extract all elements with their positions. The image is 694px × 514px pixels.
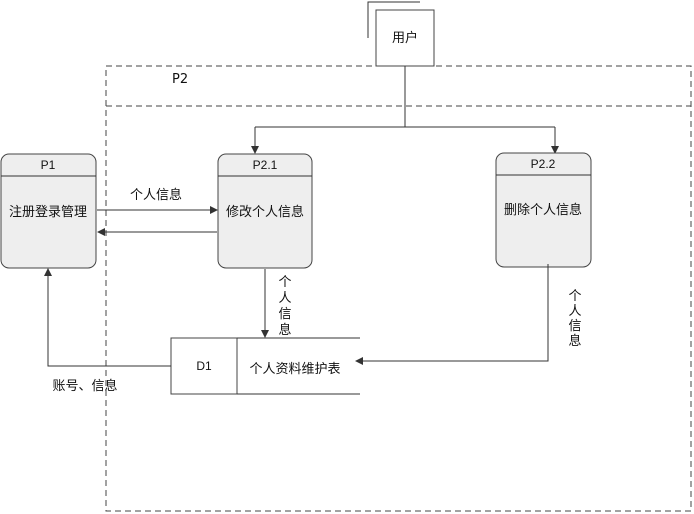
flow-p2-1-to-d1-char: 息: [278, 322, 291, 338]
process-p2-2-id: P2.2: [531, 157, 556, 171]
datastore-d1-name: 个人资料维护表: [249, 362, 340, 377]
flow-p2-1-to-d1-char: 个: [278, 275, 291, 290]
flow-p2-1-to-d1: 个 人 信 息: [261, 269, 292, 338]
user-entity-label: 用户: [392, 30, 418, 46]
process-p2-2[interactable]: P2.2 删除个人信息: [495, 152, 592, 268]
user-to-processes-flow: [251, 66, 559, 154]
p2-boundary-label: P2: [172, 72, 188, 87]
flow-p1-to-p2-1: 个人信息: [97, 187, 218, 214]
process-p1-id: P1: [41, 158, 56, 172]
flow-p1-to-p2-1-label: 个人信息: [130, 187, 182, 203]
flow-p2-2-to-d1-char: 个: [568, 289, 581, 304]
flow-p2-2-to-d1-char: 息: [568, 333, 581, 349]
process-p1-name: 注册登录管理: [9, 205, 87, 220]
process-p2-1-id: P2.1: [253, 158, 278, 172]
p2-boundary: P2: [105, 65, 692, 512]
flow-p2-2-to-d1-char: 人: [568, 304, 581, 319]
flow-d1-to-p1: 账号、信息: [44, 268, 171, 394]
process-p2-1-name: 修改个人信息: [226, 204, 304, 220]
process-p2-1[interactable]: P2.1 修改个人信息: [217, 153, 313, 269]
datastore-d1-id: D1: [196, 359, 212, 373]
flow-p2-2-to-d1: 个 人 信 息: [355, 264, 582, 365]
flow-d1-to-p1-label: 账号、信息: [52, 378, 117, 394]
process-p1[interactable]: P1 注册登录管理: [0, 153, 97, 269]
flow-p2-1-to-d1-char: 信: [278, 307, 291, 322]
user-entity[interactable]: 用户: [367, 1, 435, 67]
flow-p2-2-to-d1-char: 信: [568, 319, 581, 334]
datastore-d1[interactable]: D1 个人资料维护表: [170, 337, 360, 395]
process-p2-2-name: 删除个人信息: [504, 202, 582, 218]
flow-p2-1-to-d1-char: 人: [278, 291, 291, 306]
